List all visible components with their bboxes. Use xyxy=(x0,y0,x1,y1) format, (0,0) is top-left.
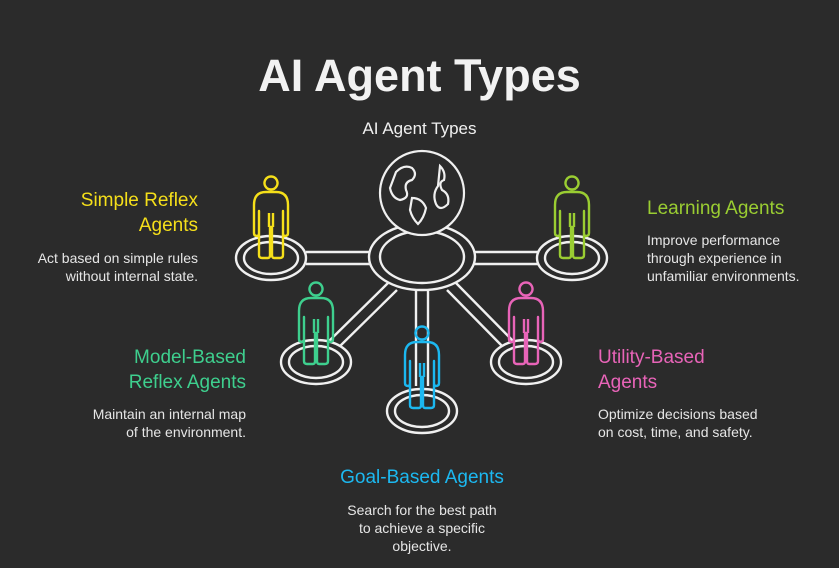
goal-based-agent-figure-icon xyxy=(403,325,441,410)
desc-line: Optimize decisions based xyxy=(598,406,758,422)
model-based-description: Maintain an internal map of the environm… xyxy=(93,405,246,441)
title-line: Model-Based xyxy=(134,347,246,368)
simple-reflex-title: Simple Reflex Agents xyxy=(81,188,198,238)
title-line: Agents xyxy=(138,215,198,236)
diagram-subtitle: AI Agent Types xyxy=(362,119,477,138)
desc-line: without internal state. xyxy=(65,268,198,284)
desc-line: through experience in xyxy=(647,250,782,266)
utility-based-agent-figure-icon xyxy=(507,281,545,366)
desc-line: objective. xyxy=(392,538,452,554)
desc-line: Act based on simple rules xyxy=(37,250,198,266)
model-based-title: Model-Based Reflex Agents xyxy=(129,345,246,395)
model-based-agent-figure-icon xyxy=(297,281,335,366)
utility-based-description: Optimize decisions based on cost, time, … xyxy=(598,405,758,441)
learning-description: Improve performance through experience i… xyxy=(647,231,800,285)
goal-based-title: Goal-Based Agents xyxy=(272,465,572,490)
desc-line: Maintain an internal map xyxy=(92,406,246,422)
globe-icon xyxy=(378,149,466,237)
title-line: Agents xyxy=(598,372,658,393)
title-line: Learning Agents xyxy=(647,198,785,219)
desc-line: unfamiliar environments. xyxy=(647,268,800,284)
desc-line: to achieve a specific xyxy=(358,520,486,536)
learning-agent-figure-icon xyxy=(553,175,591,260)
goal-based-description: Search for the best path to achieve a sp… xyxy=(272,501,572,555)
simple-reflex-description: Act based on simple rules without intern… xyxy=(38,249,198,285)
learning-title: Learning Agents xyxy=(647,196,784,221)
desc-line: Improve performance xyxy=(647,232,781,248)
main-title: AI Agent Types xyxy=(258,50,581,101)
desc-line: Search for the best path xyxy=(347,502,497,518)
simple-reflex-agent-figure-icon xyxy=(252,175,290,260)
title-line: Reflex Agents xyxy=(128,372,246,393)
title-line: Simple Reflex xyxy=(80,190,198,211)
title-line: Utility-Based xyxy=(598,347,705,368)
title-line: Goal-Based Agents xyxy=(340,467,504,488)
desc-line: of the environment. xyxy=(126,424,246,440)
desc-line: on cost, time, and safety. xyxy=(598,424,753,440)
utility-based-title: Utility-Based Agents xyxy=(598,345,705,395)
